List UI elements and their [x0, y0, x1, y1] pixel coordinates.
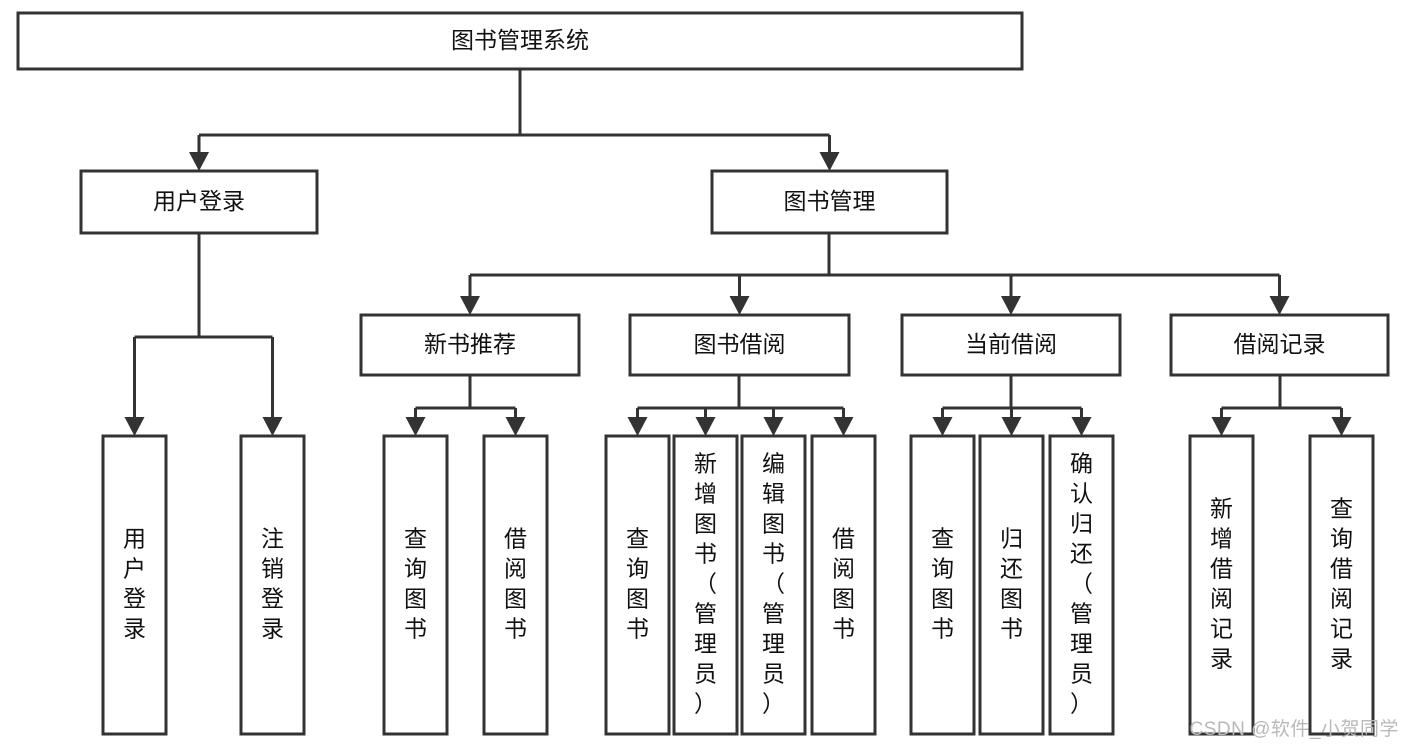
arrow-head-icon: [1001, 296, 1021, 315]
node-box[interactable]: [628, 313, 851, 377]
node-layer: 图书管理系统用户登录图书管理新书推荐图书借阅当前借阅借阅记录用户登录注销登录查询…: [16, 11, 1390, 736]
node-leaf-add-book[interactable]: 新增图书（管理员）: [672, 434, 739, 736]
node-leaf-return-book[interactable]: 归还图书: [978, 434, 1045, 736]
node-leaf-query-book-recommend[interactable]: 查询图书: [382, 434, 449, 736]
node-box[interactable]: [740, 434, 807, 736]
node-leaf-logout-login[interactable]: 注销登录: [239, 434, 306, 736]
node-leaf-borrow-book-recommend[interactable]: 借阅图书: [482, 434, 549, 736]
arrow-head-icon: [932, 417, 953, 436]
node-label: 归还图书: [1000, 526, 1023, 642]
node-box[interactable]: [382, 434, 449, 736]
node-label: 图书管理: [784, 188, 876, 214]
connector-group: [460, 233, 1290, 315]
arrow-head-icon: [1211, 417, 1232, 436]
node-label: 查询图书: [404, 526, 427, 642]
connector-group: [124, 233, 283, 436]
arrow-head-icon: [695, 417, 716, 436]
node-box[interactable]: [900, 313, 1122, 377]
node-label: 图书借阅: [694, 331, 786, 357]
node-box[interactable]: [810, 434, 877, 736]
arrow-head-icon: [763, 417, 784, 436]
node-leaf-add-borrow-record[interactable]: 新增借阅记录: [1188, 434, 1255, 736]
node-box[interactable]: [672, 434, 739, 736]
arrow-head-icon: [819, 152, 840, 171]
node-label: 用户登录: [153, 188, 245, 214]
node-box[interactable]: [359, 313, 581, 377]
node-user-login[interactable]: 用户登录: [79, 169, 319, 235]
node-leaf-borrow-book[interactable]: 借阅图书: [810, 434, 877, 736]
node-label: 借阅记录: [1234, 331, 1326, 357]
connector-layer: [124, 69, 1352, 436]
node-label: 当前借阅: [965, 331, 1057, 357]
node-label: 借阅图书: [832, 526, 855, 642]
node-box[interactable]: [710, 169, 949, 235]
arrow-head-icon: [1071, 417, 1092, 436]
connector-group: [1211, 375, 1352, 436]
connector-group: [189, 69, 840, 171]
node-borrow-record[interactable]: 借阅记录: [1169, 313, 1390, 377]
node-leaf-query-book-current[interactable]: 查询图书: [909, 434, 976, 736]
node-label: 查询图书: [931, 526, 954, 642]
arrow-head-icon: [1001, 417, 1022, 436]
node-new-book-recommend[interactable]: 新书推荐: [359, 313, 581, 377]
node-label: 查询图书: [626, 526, 649, 642]
arrow-head-icon: [729, 296, 750, 315]
node-label: 新书推荐: [424, 331, 516, 357]
node-box[interactable]: [604, 434, 671, 736]
arrow-head-icon: [833, 417, 854, 436]
node-box[interactable]: [79, 169, 319, 235]
arrow-head-icon: [124, 417, 145, 436]
node-box[interactable]: [482, 434, 549, 736]
node-box[interactable]: [239, 434, 306, 736]
node-book-borrow[interactable]: 图书借阅: [628, 313, 851, 377]
arrow-head-icon: [1269, 296, 1290, 315]
node-label: 新增图书（管理员）: [694, 451, 717, 717]
node-box[interactable]: [978, 434, 1045, 736]
node-box[interactable]: [1188, 434, 1255, 736]
node-box[interactable]: [101, 434, 168, 736]
node-box[interactable]: [1308, 434, 1375, 736]
connector-group: [405, 375, 526, 436]
arrow-head-icon: [189, 152, 209, 171]
connector-group: [627, 375, 854, 436]
node-label: 借阅图书: [504, 526, 527, 642]
connector-group: [932, 375, 1092, 436]
arrow-head-icon: [405, 417, 426, 436]
node-box[interactable]: [1169, 313, 1390, 377]
arrow-head-icon: [627, 417, 648, 436]
node-leaf-query-borrow-record[interactable]: 查询借阅记录: [1308, 434, 1375, 736]
node-leaf-query-book-borrow[interactable]: 查询图书: [604, 434, 671, 736]
node-box[interactable]: [1048, 434, 1115, 736]
arrow-head-icon: [460, 296, 480, 315]
node-book-manage[interactable]: 图书管理: [710, 169, 949, 235]
arrow-head-icon: [262, 417, 283, 436]
node-label: 确认归还（管理员）: [1070, 451, 1093, 717]
arrow-head-icon: [505, 417, 526, 436]
node-leaf-edit-book[interactable]: 编辑图书（管理员）: [740, 434, 807, 736]
arrow-head-icon: [1331, 417, 1352, 436]
node-label: 用户登录: [123, 526, 146, 642]
watermark-label: CSDN @软件_小贺同学: [1189, 719, 1399, 740]
node-box[interactable]: [909, 434, 976, 736]
node-label: 新增借阅记录: [1210, 496, 1233, 672]
node-box[interactable]: [16, 11, 1024, 71]
node-current-borrow[interactable]: 当前借阅: [900, 313, 1122, 377]
node-leaf-confirm-return[interactable]: 确认归还（管理员）: [1048, 434, 1115, 736]
node-label: 图书管理系统: [451, 27, 589, 53]
node-label: 注销登录: [261, 526, 284, 642]
node-leaf-user-login[interactable]: 用户登录: [101, 434, 168, 736]
node-label: 编辑图书（管理员）: [762, 451, 785, 717]
node-label: 查询借阅记录: [1330, 496, 1353, 672]
node-root[interactable]: 图书管理系统: [16, 11, 1024, 71]
